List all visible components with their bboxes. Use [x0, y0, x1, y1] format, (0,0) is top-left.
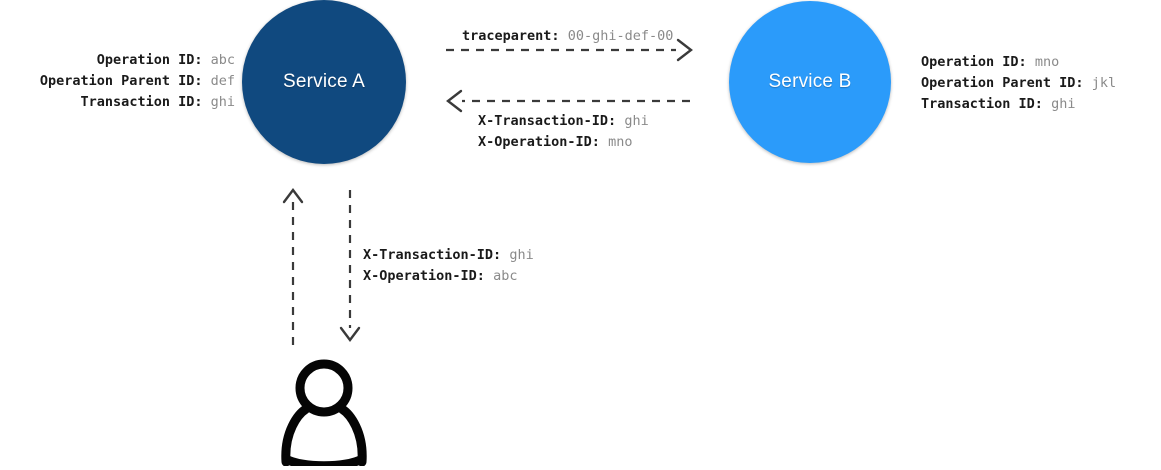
annotation-key: Operation Parent ID: [921, 75, 1084, 91]
annotation-key: Operation ID: [96, 52, 203, 68]
annotation-key: Operation Parent ID: [39, 73, 203, 89]
annotation-value: ghi [1051, 96, 1076, 112]
annotation-value: abc [493, 268, 518, 284]
annotation-value: 00-ghi-def-00 [567, 28, 674, 44]
annotation-line: Transaction ID: ghi [40, 92, 235, 113]
annotation-key: X-Transaction-ID: [478, 113, 617, 129]
annotation-key: Transaction ID: [80, 94, 203, 110]
annotation-request-a-to-b: traceparent: 00-ghi-def-00 [462, 26, 673, 47]
annotation-line: X-Transaction-ID: ghi [478, 111, 649, 132]
person-icon [281, 359, 367, 466]
annotation-line: Operation ID: mno [921, 52, 1116, 73]
node-service-a-label: Service A [282, 71, 366, 92]
annotation-line: Operation ID: abc [40, 50, 235, 71]
annotation-key: X-Transaction-ID: [363, 247, 502, 263]
annotation-key: Transaction ID: [921, 96, 1043, 112]
node-service-a[interactable]: Service A [242, 0, 406, 164]
annotation-value: mno [1034, 54, 1060, 70]
annotation-value: ghi [210, 94, 235, 110]
annotation-line: X-Transaction-ID: ghi [363, 245, 534, 266]
annotation-line: Operation Parent ID: jkl [921, 73, 1116, 94]
annotation-service-a-ids: Operation ID: abc Operation Parent ID: d… [40, 50, 235, 113]
arrow-b-to-a [446, 89, 690, 113]
arrow-user-to-a [282, 188, 304, 345]
annotation-line: Transaction ID: ghi [921, 94, 1116, 115]
annotation-value: ghi [509, 247, 534, 263]
annotation-value: ghi [624, 113, 649, 129]
arrow-a-to-user [339, 190, 361, 342]
annotation-user-to-service-a: X-Transaction-ID: ghi X-Operation-ID: ab… [363, 245, 534, 287]
annotation-response-b-to-a: X-Transaction-ID: ghi X-Operation-ID: mn… [478, 111, 649, 153]
annotation-key: X-Operation-ID: [363, 268, 485, 284]
annotation-line: X-Operation-ID: abc [363, 266, 534, 287]
annotation-line: Operation Parent ID: def [40, 71, 235, 92]
annotation-service-b-ids: Operation ID: mno Operation Parent ID: j… [921, 52, 1116, 115]
annotation-key: X-Operation-ID: [478, 134, 600, 150]
node-service-b[interactable]: Service B [729, 1, 891, 163]
annotation-value: abc [210, 52, 235, 68]
annotation-key: Operation ID: [921, 54, 1027, 70]
annotation-value: jkl [1091, 75, 1117, 91]
annotation-key: traceparent: [462, 28, 560, 44]
annotation-line: traceparent: 00-ghi-def-00 [462, 26, 673, 47]
annotation-value: def [210, 73, 235, 89]
annotation-line: X-Operation-ID: mno [478, 132, 649, 153]
annotation-value: mno [608, 134, 633, 150]
node-service-b-label: Service B [768, 71, 852, 92]
